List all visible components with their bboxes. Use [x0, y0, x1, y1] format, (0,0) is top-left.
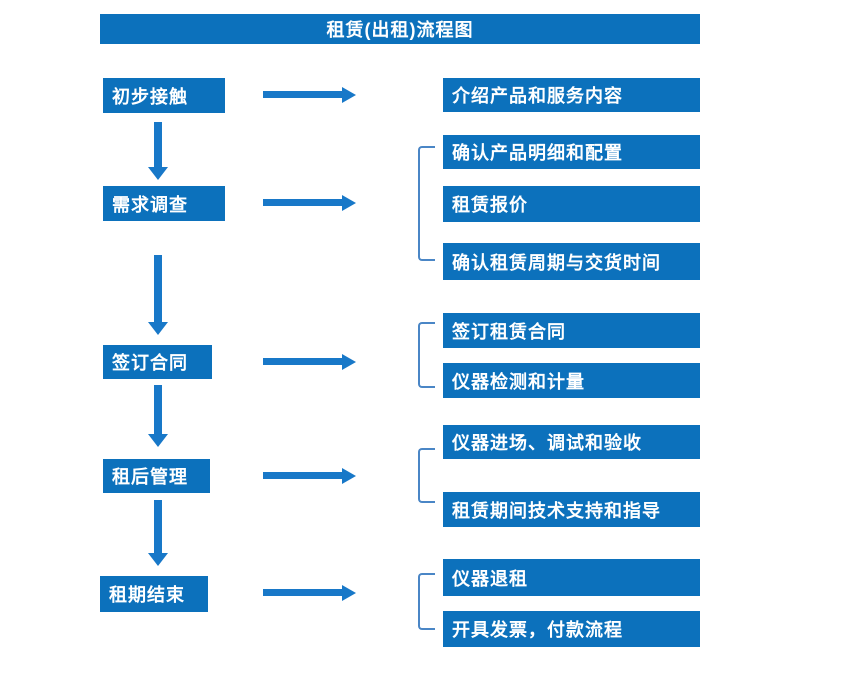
title-bar: 租赁(出租)流程图: [100, 14, 700, 44]
step-box-sign-contract: 签订合同: [103, 345, 212, 379]
output-box-rental-quote: 租赁报价: [443, 186, 700, 222]
step-box-initial-contact: 初步接触: [103, 78, 225, 113]
arrow-down-icon-4: [148, 500, 168, 566]
output-box-confirm-product-details: 确认产品明细和配置: [443, 135, 700, 169]
arrow-right-icon-5: [263, 585, 356, 601]
bracket-icon-sign-contract: [418, 322, 435, 388]
output-box-instrument-setup: 仪器进场、调试和验收: [443, 425, 700, 459]
output-box-technical-support: 租赁期间技术支持和指导: [443, 492, 700, 527]
output-box-invoice-payment: 开具发票，付款流程: [443, 611, 700, 647]
output-box-introduce-products: 介绍产品和服务内容: [443, 78, 700, 112]
bracket-icon-lease-end: [418, 573, 435, 630]
arrow-right-icon-2: [263, 195, 356, 211]
step-box-demand-survey: 需求调查: [103, 186, 225, 221]
bracket-icon-demand-survey: [418, 146, 435, 261]
bracket-icon-post-rental: [418, 448, 435, 503]
output-box-instrument-testing: 仪器检测和计量: [443, 363, 700, 398]
page-title: 租赁(出租)流程图: [326, 20, 474, 40]
output-box-sign-rental-contract: 签订租赁合同: [443, 313, 700, 348]
arrow-right-icon-3: [263, 354, 356, 370]
arrow-right-icon-1: [263, 87, 356, 103]
arrow-down-icon-2: [148, 255, 168, 335]
output-box-confirm-rental-period: 确认租赁周期与交货时间: [443, 243, 700, 280]
arrow-down-icon-3: [148, 385, 168, 447]
step-box-lease-end: 租期结束: [100, 576, 208, 612]
step-box-post-rental-management: 租后管理: [103, 459, 210, 493]
output-box-instrument-return: 仪器退租: [443, 559, 700, 596]
arrow-right-icon-4: [263, 468, 356, 484]
arrow-down-icon-1: [148, 122, 168, 180]
